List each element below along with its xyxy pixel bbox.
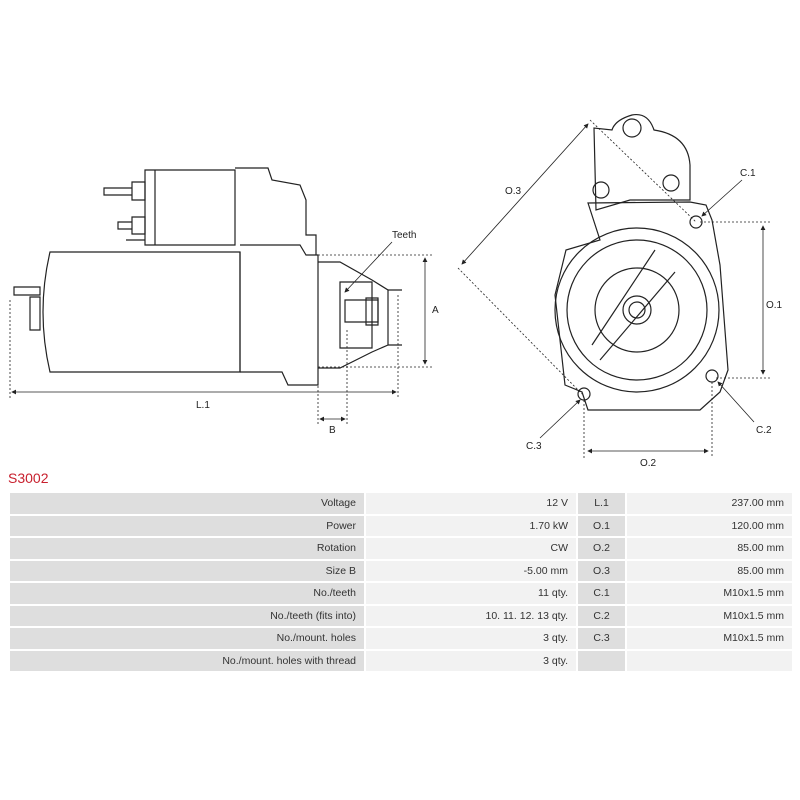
table-row: Voltage 12 V L.1 237.00 mm [10, 493, 792, 514]
dimension-value: 85.00 mm [627, 560, 792, 581]
dimension-label: O.1 [578, 515, 625, 536]
spec-value: 3 qty. [366, 650, 576, 671]
technical-drawing: Teeth A L.1 B [9, 113, 783, 469]
label-c2: C.2 [756, 425, 772, 436]
dimension-value: M10x1.5 mm [627, 605, 792, 626]
spec-value: 11 qty. [366, 583, 576, 604]
table-row: No./teeth (fits into) 10. 11. 12. 13 qty… [10, 605, 792, 626]
label-teeth: Teeth [392, 230, 416, 241]
dimension-value: 120.00 mm [627, 515, 792, 536]
table-row: No./teeth 11 qty. C.1 M10x1.5 mm [10, 583, 792, 604]
table-row: Rotation CW O.2 85.00 mm [10, 538, 792, 559]
spec-value: 12 V [366, 493, 576, 514]
side-view [13, 167, 402, 386]
label-l1: L.1 [196, 400, 210, 411]
shaft [622, 295, 652, 325]
spec-label: Voltage [10, 493, 364, 514]
label-o2: O.2 [640, 458, 657, 469]
front-view [554, 113, 729, 411]
dimension-value: 85.00 mm [627, 538, 792, 559]
table-row: Size B -5.00 mm O.3 85.00 mm [10, 560, 792, 581]
flange [554, 201, 729, 411]
upper-ear [593, 113, 691, 211]
spec-label: Rotation [10, 538, 364, 559]
table-row: No./mount. holes with thread 3 qty. [10, 650, 792, 671]
terminal-top [103, 181, 146, 201]
spec-label: No./teeth (fits into) [10, 605, 364, 626]
part-number: S3002 [8, 470, 49, 486]
label-o1: O.1 [766, 300, 783, 311]
motor-body [42, 251, 241, 373]
label-a: A [432, 305, 439, 316]
dimension-value: M10x1.5 mm [627, 628, 792, 649]
spec-label: No./teeth [10, 583, 364, 604]
table-row: Power 1.70 kW O.1 120.00 mm [10, 515, 792, 536]
dimension-label: C.1 [578, 583, 625, 604]
spec-value: 3 qty. [366, 628, 576, 649]
label-c1: C.1 [740, 168, 756, 179]
spec-label: Size B [10, 560, 364, 581]
spec-label: No./mount. holes with thread [10, 650, 364, 671]
dimension-label: C.2 [578, 605, 625, 626]
spec-label: No./mount. holes [10, 628, 364, 649]
spec-table: Voltage 12 V L.1 237.00 mm Power 1.70 kW… [8, 491, 794, 673]
solenoid-body [144, 169, 236, 246]
front-dimensions [457, 119, 770, 458]
dimension-label: C.3 [578, 628, 625, 649]
dimension-label: O.3 [578, 560, 625, 581]
gear-housing [240, 244, 319, 386]
terminal-bottom [117, 216, 146, 235]
dimension-value: M10x1.5 mm [627, 583, 792, 604]
label-o3: O.3 [505, 186, 522, 197]
label-c3: C.3 [526, 441, 542, 452]
ear-hole [622, 118, 642, 138]
pinion [365, 297, 379, 326]
spec-value: 10. 11. 12. 13 qty. [366, 605, 576, 626]
spec-label: Power [10, 515, 364, 536]
spec-value: CW [366, 538, 576, 559]
dimension-value: 237.00 mm [627, 493, 792, 514]
body-circle [554, 227, 720, 393]
drive-nose [318, 261, 389, 369]
dimension-label [578, 650, 625, 671]
hole-c2 [705, 369, 719, 383]
dimension-label: O.2 [578, 538, 625, 559]
rear-terminal [13, 286, 41, 331]
dimension-label: L.1 [578, 493, 625, 514]
spec-value: -5.00 mm [366, 560, 576, 581]
dimension-value [627, 650, 792, 671]
label-b: B [329, 425, 336, 436]
side-dimensions [9, 241, 432, 425]
table-row: No./mount. holes 3 qty. C.3 M10x1.5 mm [10, 628, 792, 649]
spec-value: 1.70 kW [366, 515, 576, 536]
